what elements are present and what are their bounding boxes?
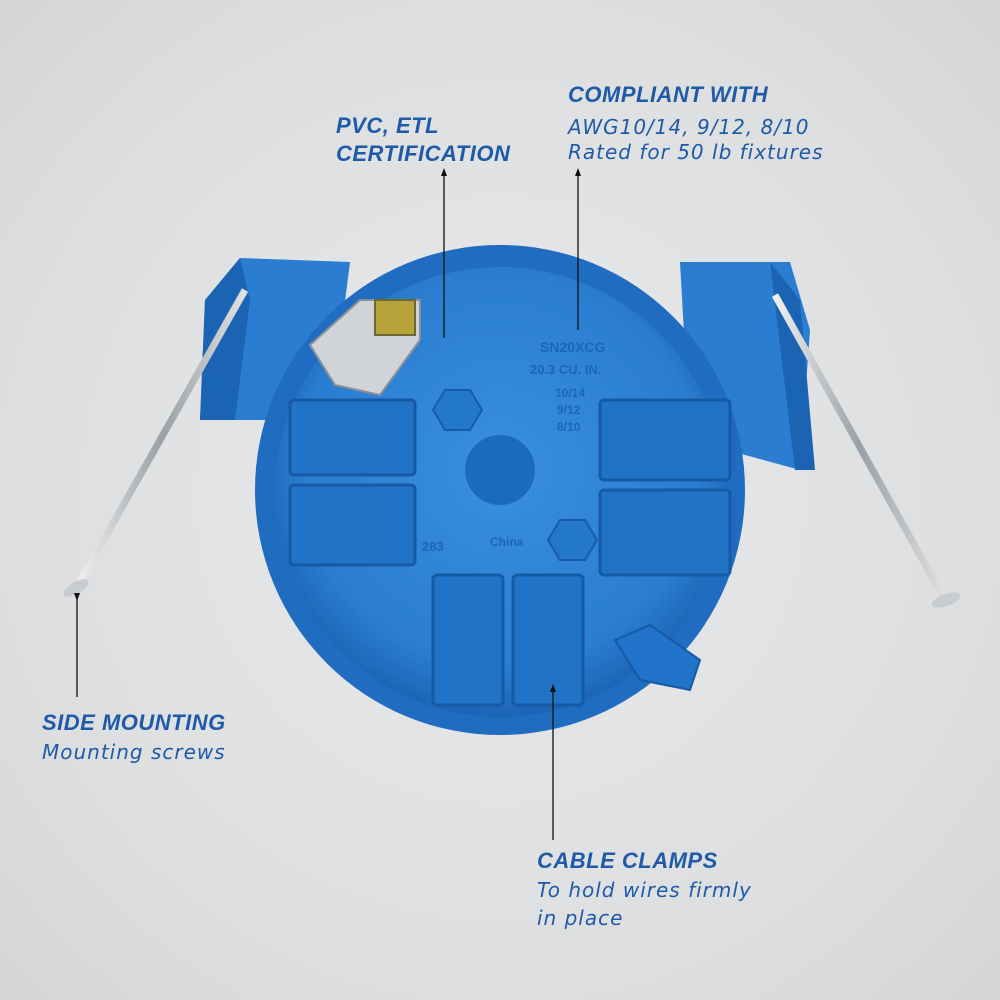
right-mounting-screw bbox=[771, 293, 961, 608]
side-mounting-callout-line1: Mounting screws bbox=[42, 740, 226, 764]
origin-marking: China bbox=[490, 535, 524, 549]
left-mounting-screw bbox=[63, 288, 249, 597]
awg-marking-1: 10/14 bbox=[555, 386, 585, 400]
cable-clamps-callout-title: CABLE CLAMPS bbox=[537, 848, 718, 873]
volume-marking: 20.3 CU. IN. bbox=[530, 362, 602, 377]
side-mounting-callout-title: SIDE MOUNTING bbox=[42, 710, 226, 735]
compliant-callout-line1: AWG10/14, 9/12, 8/10 bbox=[568, 115, 810, 139]
cable-clamps-callout-line2: in place bbox=[537, 906, 624, 930]
compliant-callout-line2: Rated for 50 lb fixtures bbox=[568, 140, 824, 164]
cable-clamps-callout-line1: To hold wires firmly bbox=[537, 878, 752, 902]
round-electrical-box: SN20XCG 20.3 CU. IN. 10/14 9/12 8/10 Chi… bbox=[255, 245, 745, 735]
awg-marking-2: 9/12 bbox=[557, 403, 581, 417]
pvc-callout-title-2: CERTIFICATION bbox=[336, 141, 511, 166]
callout-arrowheads bbox=[74, 168, 581, 692]
model-marking: SN20XCG bbox=[540, 339, 605, 355]
pvc-callout-title-1: PVC, ETL bbox=[336, 113, 440, 138]
callout-lines bbox=[76, 172, 579, 840]
awg-marking-3: 8/10 bbox=[557, 420, 581, 434]
compliant-callout-title: COMPLIANT WITH bbox=[568, 82, 769, 107]
code-marking: 283 bbox=[422, 539, 444, 554]
